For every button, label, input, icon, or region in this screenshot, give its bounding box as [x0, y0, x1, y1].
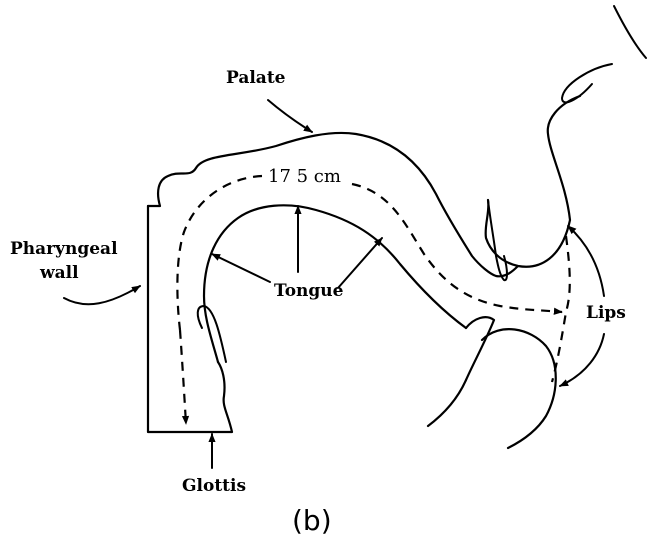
- tract-length-label: 17 5 cm: [268, 166, 341, 187]
- tract-centerline-left: [177, 176, 262, 330]
- tract-centerline: [352, 184, 562, 312]
- tongue-label: Tongue: [274, 281, 344, 301]
- palate-label: Palate: [226, 68, 286, 88]
- lips-arrow-lower: [560, 334, 604, 386]
- pharyngeal-wall-outline: [148, 206, 232, 432]
- nose-outline: [614, 6, 646, 58]
- lower-lip-outline: [482, 329, 556, 448]
- palate-outline: [148, 133, 518, 276]
- pharyngeal-wall-label-line1: Pharyngeal: [10, 239, 118, 259]
- pharyngeal-wall-label-line2: wall: [39, 263, 79, 283]
- glottis-label: Glottis: [182, 476, 246, 496]
- tongue-arrow-right: [338, 238, 382, 288]
- tract-centerline-down: [180, 330, 186, 424]
- pharyngeal-wall-arrow: [64, 286, 140, 304]
- figure-caption: (b): [292, 504, 332, 537]
- lips-arrow-upper: [568, 226, 604, 296]
- lips-gap-dash: [552, 236, 570, 382]
- upper-teeth-outline: [488, 200, 507, 280]
- tongue-arrow-left: [212, 254, 270, 282]
- nostril-outline: [562, 64, 612, 102]
- epiglottis-outline: [198, 306, 226, 362]
- lower-teeth-outline: [428, 317, 494, 426]
- lips-label: Lips: [586, 303, 626, 323]
- palate-arrow: [268, 100, 312, 132]
